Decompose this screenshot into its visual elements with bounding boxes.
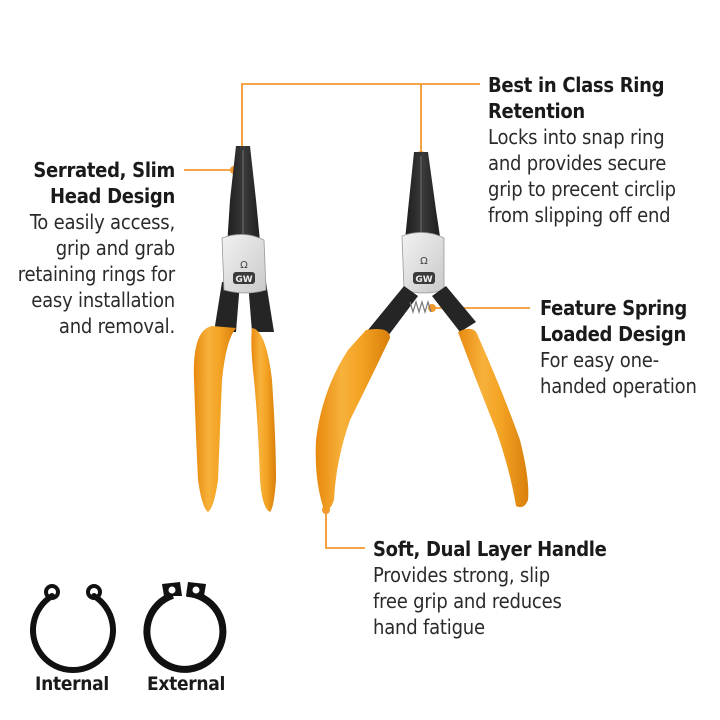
- external-snap-ring-icon: [143, 582, 227, 673]
- callout-title: Soft, Dual Layer Handle: [373, 537, 607, 561]
- spring: [409, 299, 432, 315]
- left-pliers-image: Ω GW: [193, 146, 276, 512]
- internal-snap-ring-icon: [30, 584, 116, 674]
- gw-logo: GW: [235, 275, 252, 285]
- callout-handle: Soft, Dual Layer Handle Provides strong,…: [373, 536, 613, 640]
- callout-head-design: Serrated, Slim Head Design To easily acc…: [10, 157, 176, 339]
- svg-text:Ω: Ω: [420, 256, 428, 267]
- svg-text:Ω: Ω: [240, 260, 248, 271]
- right-pliers-image: Ω GW: [315, 152, 529, 511]
- callout-title: Best in Class Ring Retention: [488, 73, 665, 123]
- callout-spring-loaded: Feature Spring Loaded Design For easy on…: [540, 295, 720, 399]
- callout-body: Locks into snap ring and provides secure…: [488, 125, 676, 227]
- callout-title: Feature Spring Loaded Design: [540, 296, 687, 346]
- ring-label-internal: Internal: [35, 673, 109, 695]
- callout-body: To easily access, grip and grab retainin…: [17, 210, 175, 338]
- ring-label-external: External: [146, 673, 226, 695]
- callout-body: For easy one- handed operation: [540, 348, 697, 398]
- callout-body: Provides strong, slip free grip and redu…: [373, 563, 562, 639]
- svg-text:GW: GW: [415, 275, 432, 285]
- callout-ring-retention: Best in Class Ring Retention Locks into …: [488, 72, 718, 228]
- callout-title: Serrated, Slim Head Design: [33, 158, 175, 208]
